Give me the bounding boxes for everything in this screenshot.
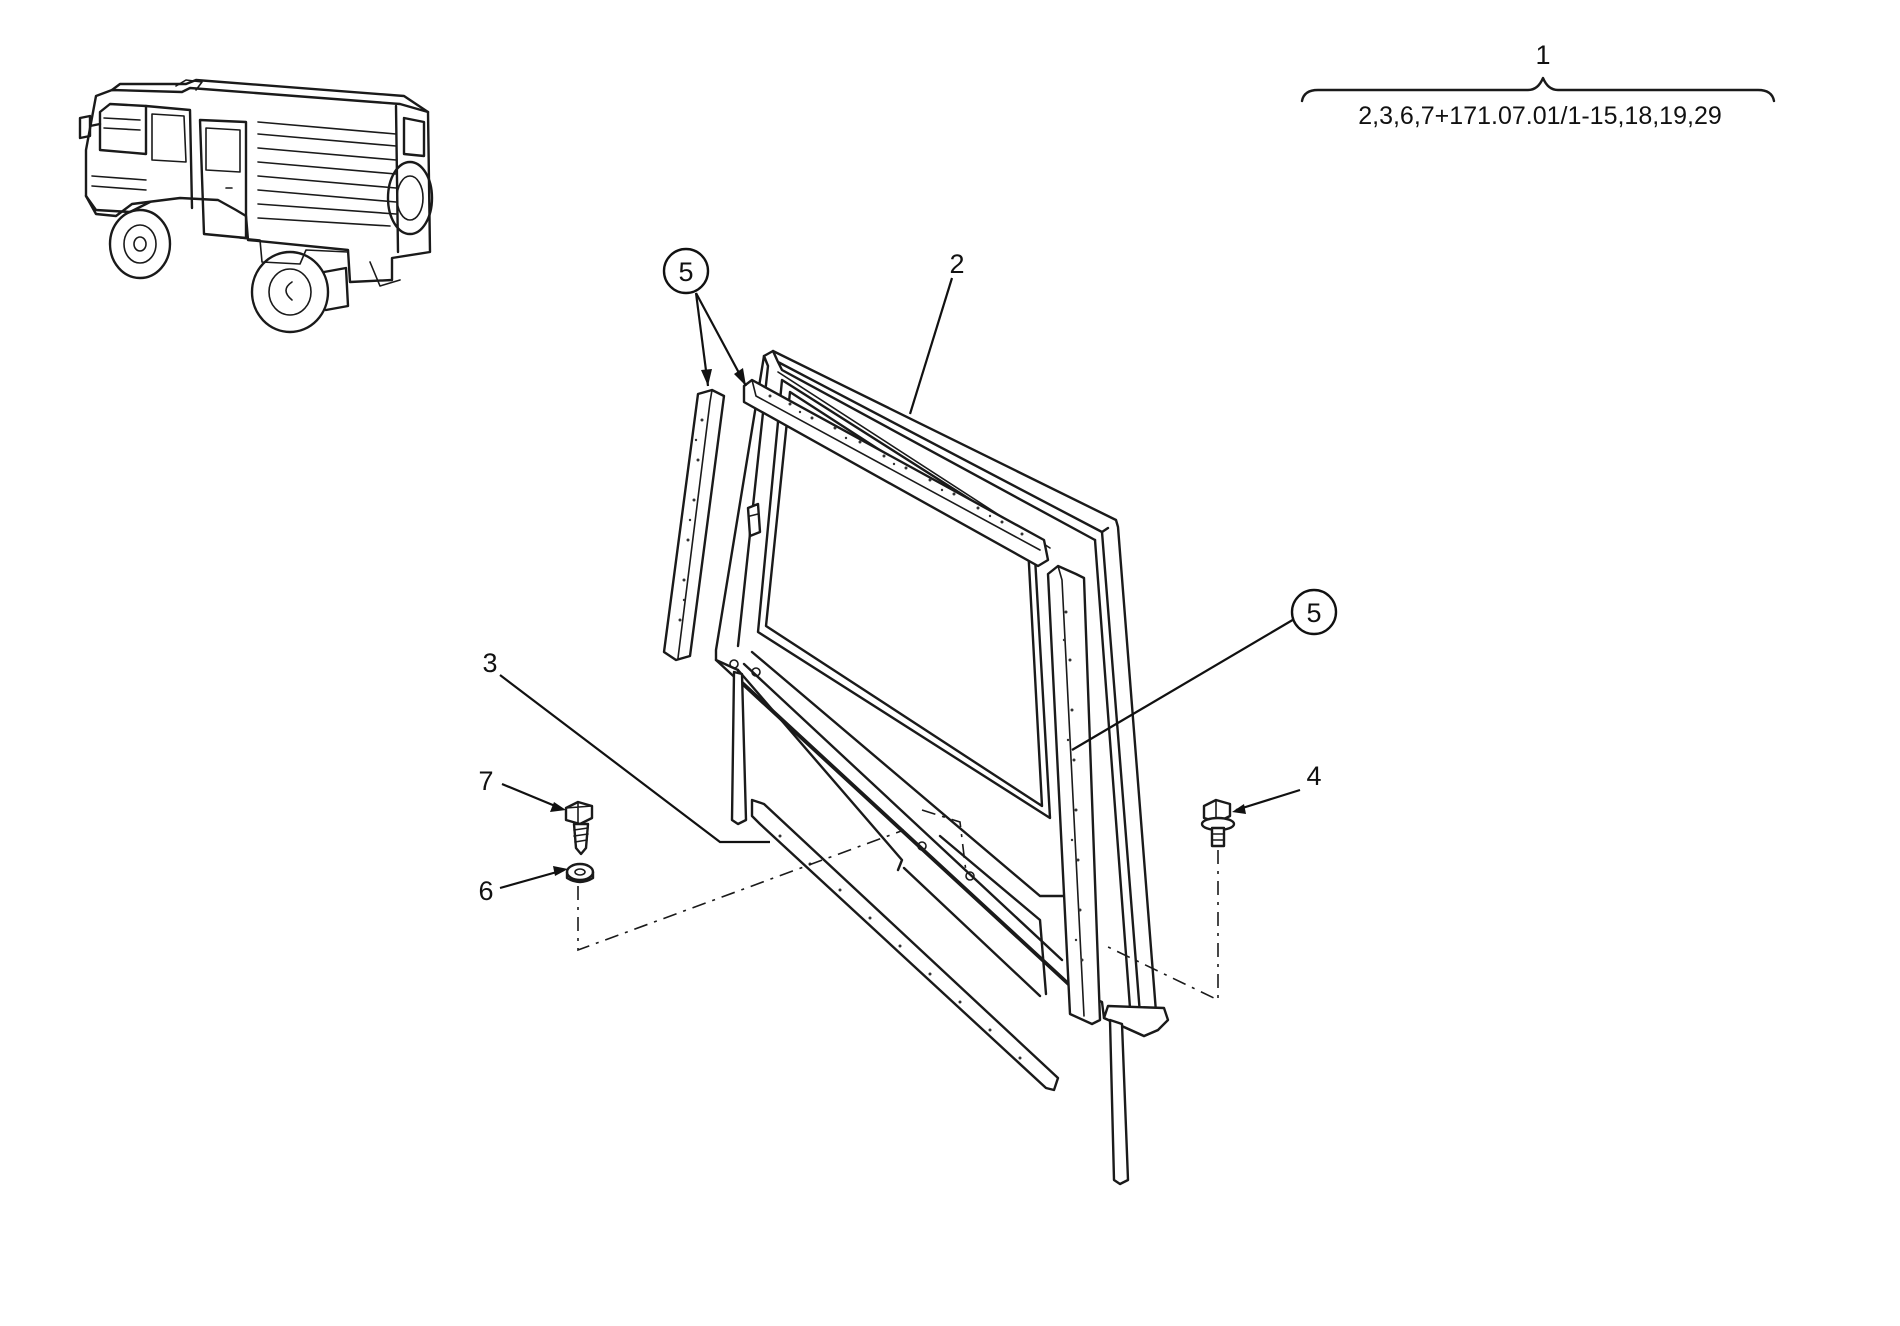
window-seal-right — [1046, 564, 1102, 1026]
assembly-brace — [1300, 76, 1776, 103]
assembly-lines — [577, 829, 1219, 1002]
door-frame-assembly — [714, 349, 1170, 1038]
washer — [565, 862, 595, 884]
assembly-reference: 1 2,3,6,7+171.07.01/1-15,18,19,29 — [1300, 40, 1776, 130]
callout-label: 5 — [1306, 598, 1321, 628]
tapping-screw — [564, 800, 594, 856]
callout-circle — [1290, 588, 1338, 636]
rod-left — [730, 670, 748, 826]
callout-2: 2 — [949, 249, 964, 279]
callout-label: 7 — [478, 766, 493, 796]
callout-label: 3 — [482, 648, 497, 678]
callout-4: 4 — [1306, 761, 1321, 791]
callout-label: 2 — [949, 249, 964, 279]
callout-label: 5 — [678, 257, 693, 287]
arrowhead-5a-2 — [734, 368, 746, 386]
assembly-number: 1 — [1535, 40, 1550, 70]
window-seal-top — [742, 378, 1050, 568]
rod-right — [1108, 1018, 1130, 1186]
callout-circle — [662, 247, 710, 295]
seal-strip-loose — [662, 388, 726, 662]
assembly-contents: 2,3,6,7+171.07.01/1-15,18,19,29 — [1358, 102, 1722, 130]
mounting-plate — [917, 809, 975, 881]
callout-5-upper: 5 — [662, 247, 710, 295]
arrowhead-6 — [553, 866, 568, 876]
callout-7: 7 — [478, 766, 493, 796]
callout-label: 4 — [1306, 761, 1321, 791]
arrowhead-5a-1 — [701, 369, 712, 386]
callout-leaders — [499, 277, 1301, 890]
arrowhead-4 — [1232, 804, 1246, 814]
callout-label: 6 — [478, 876, 493, 906]
callout-3: 3 — [482, 648, 497, 678]
bottom-seal-strip — [750, 798, 1060, 1092]
arrowhead-7 — [550, 802, 566, 812]
flange-bolt — [1200, 798, 1236, 848]
vehicle-thumbnail — [78, 78, 434, 334]
callout-5-right: 5 — [1290, 588, 1338, 636]
callout-6: 6 — [478, 876, 493, 906]
